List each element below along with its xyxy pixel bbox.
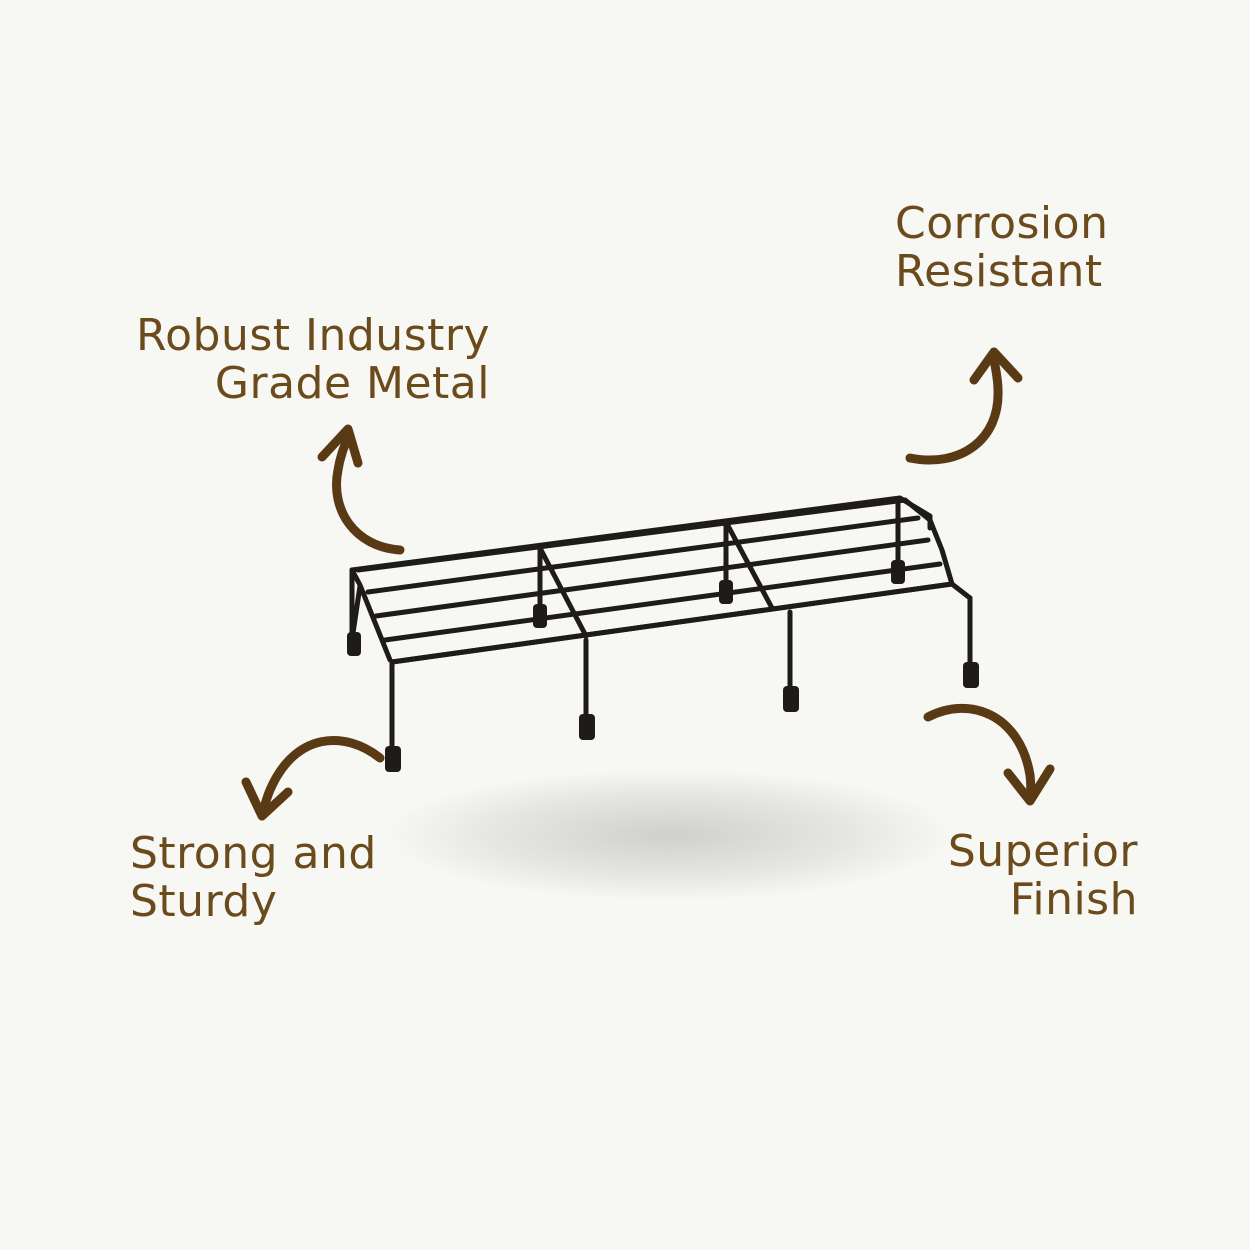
product-shadow [390, 770, 950, 900]
curved-arrow-up-right-icon [905, 347, 1023, 465]
metal-plant-stand-image [347, 495, 979, 772]
feature-strong-and-sturdy: Strong and Sturdy [130, 830, 377, 926]
feature-superior-line2: Finish [1009, 874, 1138, 925]
curved-arrow-up-left-icon [317, 424, 405, 555]
feature-robust-line1: Robust Industry [136, 310, 490, 361]
feature-strong-line1: Strong and [130, 828, 377, 879]
curved-arrow-down-left-icon [241, 735, 385, 821]
feature-strong-line2: Sturdy [130, 876, 278, 927]
feature-robust-industry-grade-metal: Robust Industry Grade Metal [110, 312, 490, 408]
feature-corrosion-line2: Resistant [895, 246, 1103, 297]
feature-superior-line1: Superior [947, 826, 1138, 877]
curved-arrow-down-right-icon [923, 703, 1055, 806]
feature-superior-finish: Superior Finish [880, 828, 1138, 924]
feature-corrosion-line1: Corrosion [895, 198, 1109, 249]
feature-robust-line2: Grade Metal [214, 358, 490, 409]
feature-corrosion-resistant: Corrosion Resistant [895, 200, 1108, 296]
